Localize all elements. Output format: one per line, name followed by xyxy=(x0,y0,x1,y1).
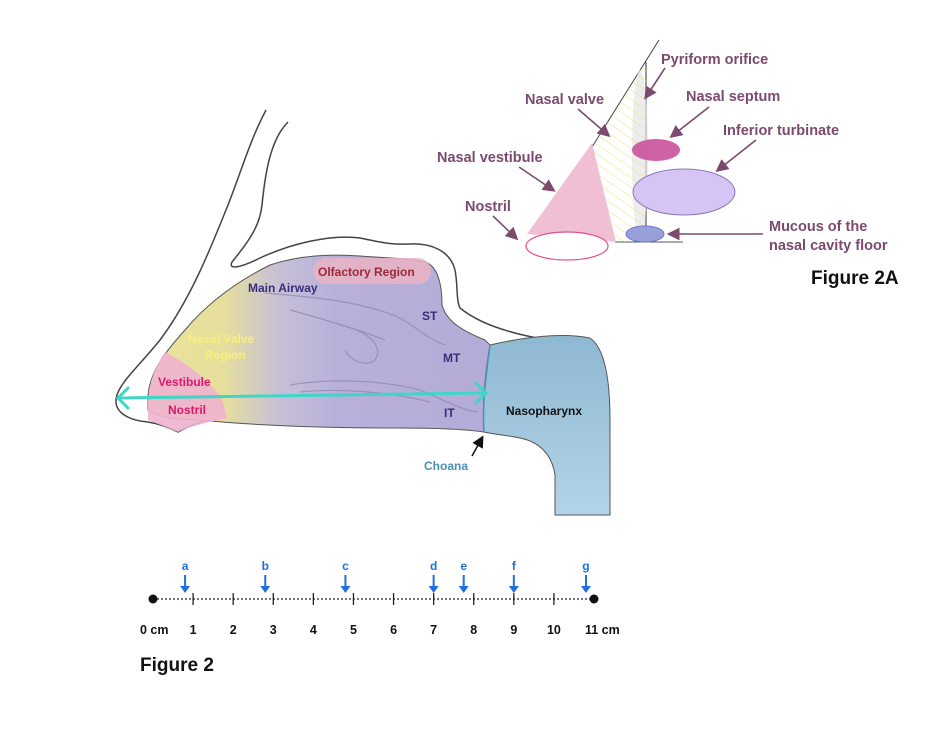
label-choana: Choana xyxy=(424,459,468,473)
label-nasal-valve: Nasal valve xyxy=(525,92,604,108)
scale-marker-label: d xyxy=(430,559,437,573)
scale-marker-e: e xyxy=(458,559,469,593)
distance-scale: 0 cm 1 2 3 4 5 6 7 8 9 10 11 cm a b c d e f g xyxy=(140,559,620,637)
scale-marker-f: f xyxy=(508,559,519,593)
turbinate-shading xyxy=(264,292,479,413)
scale-marker-g: g xyxy=(580,559,591,593)
down-arrow-icon xyxy=(458,586,469,593)
label-mucous-line2: nasal cavity floor xyxy=(769,238,888,254)
nasopharynx-region xyxy=(482,335,611,516)
label-it: IT xyxy=(444,406,455,420)
label-nasal-septum: Nasal septum xyxy=(686,89,780,105)
nasal-anatomy-diagram: Olfactory Region Main Airway Nasal Valve… xyxy=(115,109,611,516)
label-nasal-valve-line1: Nasal Valve xyxy=(188,332,254,346)
label-olfactory-region: Olfactory Region xyxy=(318,265,415,279)
figure-2-title: Figure 2 xyxy=(140,655,214,676)
nasal-valve-region xyxy=(592,62,646,242)
label-nasopharynx: Nasopharynx xyxy=(506,404,582,418)
scale-tick-label: 5 xyxy=(350,623,357,637)
olfactory-region xyxy=(313,258,431,284)
scale-start-dot xyxy=(148,594,158,604)
scale-marker-b: b xyxy=(260,559,271,593)
scale-tick-label: 8 xyxy=(470,623,477,637)
nasal-septum-ellipse xyxy=(632,139,680,161)
down-arrow-icon xyxy=(180,586,191,593)
nasal-vestibule-cone xyxy=(527,143,616,242)
label-nostril: Nostril xyxy=(465,199,511,215)
scale-tick-label: 1 xyxy=(190,623,197,637)
inferior-turbinate-ellipse xyxy=(632,168,736,216)
label-mucous-line1: Mucous of the xyxy=(769,219,867,235)
scale-marker-a: a xyxy=(180,559,191,593)
label-nasal-valve-line2: Region xyxy=(205,348,246,362)
scale-tick-label: 4 xyxy=(310,623,317,637)
figure-2a-title: Figure 2A xyxy=(811,268,899,289)
down-arrow-icon xyxy=(428,586,439,593)
scale-marker-label: c xyxy=(342,559,349,573)
nose-inner-outline xyxy=(230,121,561,343)
down-arrow-icon xyxy=(340,586,351,593)
label-inferior-turbinate: Inferior turbinate xyxy=(723,123,839,139)
scale-marker-label: g xyxy=(582,559,589,573)
scale-tick-label: 11 cm xyxy=(585,623,620,637)
scale-marker-d: d xyxy=(428,559,439,593)
scale-tick-label: 7 xyxy=(430,623,437,637)
figure-2a-pointers xyxy=(492,67,763,241)
main-airway-region xyxy=(147,254,491,433)
vestibule-region xyxy=(147,352,228,432)
airflow-arrow xyxy=(115,381,489,410)
scale-marker-label: a xyxy=(182,559,189,573)
label-nostril: Nostril xyxy=(168,403,206,417)
scale-tick-label: 2 xyxy=(230,623,237,637)
label-main-airway: Main Airway xyxy=(248,281,318,295)
label-st: ST xyxy=(422,309,438,323)
scale-tick-label: 10 xyxy=(547,623,561,637)
label-nasal-vestibule: Nasal vestibule xyxy=(437,150,543,166)
scale-marker-label: f xyxy=(512,559,517,573)
scale-marker-c: c xyxy=(340,559,351,593)
scale-end-dot xyxy=(589,594,599,604)
nostril-ellipse xyxy=(525,231,609,261)
scale-marker-label: b xyxy=(262,559,269,573)
label-vestibule: Vestibule xyxy=(158,375,211,389)
figure-2a-schematic: Pyriform orifice Nasal valve Nasal septu… xyxy=(437,39,899,289)
down-arrow-icon xyxy=(508,586,519,593)
label-mt: MT xyxy=(443,351,461,365)
scale-tick-label: 9 xyxy=(510,623,517,637)
label-pyriform-orifice: Pyriform orifice xyxy=(661,52,768,68)
mucous-floor-ellipse xyxy=(625,225,665,243)
scale-tick-label: 6 xyxy=(390,623,397,637)
choana-boundary xyxy=(482,344,491,433)
choana-pointer-arrow xyxy=(471,435,484,457)
scale-tick-label: 3 xyxy=(270,623,277,637)
down-arrow-icon xyxy=(260,586,271,593)
down-arrow-icon xyxy=(580,586,591,593)
scale-tick-label: 0 cm xyxy=(140,623,169,637)
scale-marker-label: e xyxy=(460,559,467,573)
